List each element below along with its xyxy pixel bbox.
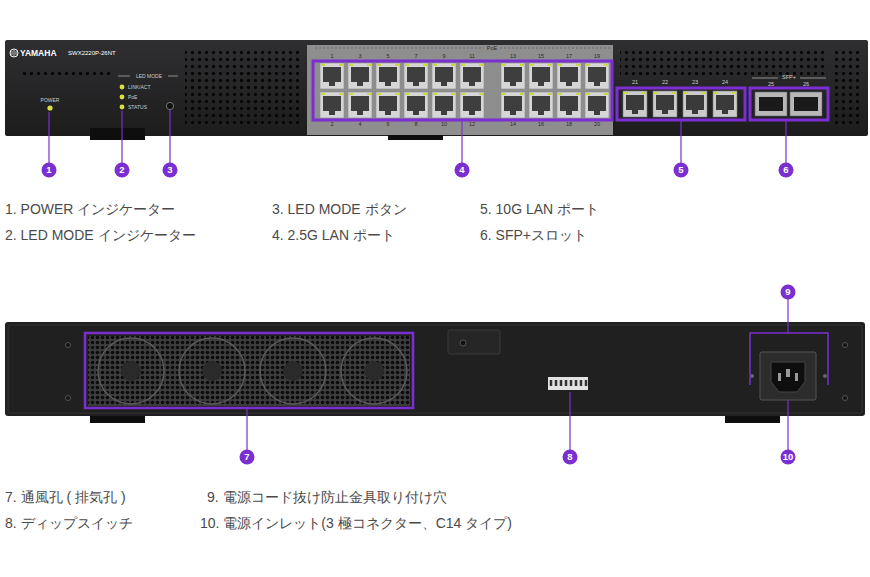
part-description: 7. 通風孔 ( 排気孔 ) [5, 490, 126, 504]
part-description: 1. POWER インジケーター [5, 202, 175, 216]
part-description: 3. LED MODE ボタン [272, 202, 407, 216]
panel-label: PoE [128, 95, 137, 100]
port-number: 16 [538, 122, 544, 128]
callout-circle [455, 163, 470, 178]
callout-circle [163, 163, 178, 178]
screw [843, 396, 848, 401]
fan [98, 338, 164, 404]
callout-number: 2 [119, 165, 124, 175]
panel-label: STATUS [128, 105, 147, 110]
callout-number: 1 [46, 165, 51, 175]
port-number: 6 [386, 122, 389, 128]
port-number: 21 [632, 80, 638, 86]
part-description: 5. 10G LAN ポート [480, 202, 599, 216]
port-number: 1 [330, 54, 333, 60]
bracket-leader [750, 333, 828, 385]
port-number: 10 [441, 122, 447, 128]
screw [843, 343, 848, 348]
dip-levers [551, 380, 586, 386]
fan-hub [283, 361, 303, 381]
port-number: 15 [538, 54, 544, 60]
port-number: 24 [722, 80, 728, 86]
dip-switch [548, 377, 588, 390]
port-number: 17 [566, 54, 572, 60]
callout-number: 10 [783, 452, 794, 462]
port-number: 12 [469, 122, 475, 128]
panel-label: POWER [41, 98, 60, 103]
rubber-foot [90, 412, 145, 423]
port-number: 25 [768, 82, 774, 88]
power-inlet-frame [760, 352, 816, 400]
fan-hub [202, 361, 222, 381]
callout-number: 6 [783, 165, 788, 175]
rubber-foot [725, 412, 780, 423]
port-number: 26 [803, 82, 809, 88]
panel-label: SFP+ [782, 75, 796, 81]
port-number: 23 [692, 80, 698, 86]
callout-circle [563, 450, 578, 465]
brand-logo: YAMAHA [20, 49, 57, 58]
port-number: 7 [414, 54, 417, 60]
port-number: 22 [662, 80, 668, 86]
port-number: 5 [386, 54, 389, 60]
callout-number: 7 [244, 452, 249, 462]
callout-circle [779, 163, 794, 178]
rear-panel [5, 322, 865, 416]
power-inlet [771, 362, 805, 392]
part-description: 8. ディップスイッチ [5, 516, 133, 530]
callout-number: 3 [167, 165, 172, 175]
bracket-hole [750, 374, 754, 378]
fan-hub [364, 361, 384, 381]
port-number: 13 [510, 54, 516, 60]
port-number: 2 [330, 122, 333, 128]
part-description: 10. 電源インレット(3 極コネクター、C14 タイプ) [200, 516, 512, 530]
leader-line [247, 299, 788, 450]
callout-circle [42, 163, 57, 178]
rear-panel-edge [8, 325, 862, 413]
fan-mesh [88, 336, 410, 406]
port-number: 9 [442, 54, 445, 60]
fan [179, 338, 245, 404]
inlet-pin [795, 373, 798, 381]
callout-circle [781, 450, 796, 465]
port-number: 8 [414, 122, 417, 128]
screw [460, 340, 466, 346]
panel-label: LED MODE [136, 74, 162, 79]
callout-number: 8 [567, 452, 572, 462]
port-number: 19 [594, 54, 600, 60]
front-panel: YAMAHA SWX2220P-26NT LED MODE LINK/ACT PoE ST… [5, 40, 868, 136]
screw [66, 343, 71, 348]
part-description: 6. SFP+スロット [480, 228, 587, 242]
screw [66, 396, 71, 401]
fan-hub [121, 361, 141, 381]
fan [341, 338, 407, 404]
panel-label: LINK/ACT [128, 85, 151, 90]
part-description: 2. LED MODE インジケーター [5, 228, 196, 242]
fan [260, 338, 326, 404]
part-description: 9. 電源コード抜け防止金具取り付け穴 [207, 490, 447, 504]
port-number: 20 [594, 122, 600, 128]
inlet-pin [778, 373, 781, 381]
port-number: 4 [358, 122, 361, 128]
callout-circle [674, 163, 689, 178]
inlet-pin [786, 369, 790, 377]
rear-plate [448, 330, 500, 354]
highlight-box [85, 333, 413, 408]
callout-number: 4 [459, 165, 464, 175]
callout-circle [240, 450, 255, 465]
port-number: 18 [566, 122, 572, 128]
port-number: 3 [358, 54, 361, 60]
callout-circle [115, 163, 130, 178]
port-number: 11 [469, 54, 475, 60]
part-description: 4. 2.5G LAN ポート [272, 228, 395, 242]
callout-number: 9 [785, 287, 790, 297]
callout-circle [781, 285, 796, 300]
callout-number: 5 [678, 165, 683, 175]
panel-label: PoE [487, 46, 497, 52]
model-name: SWX2220P-26NT [68, 50, 116, 56]
bracket-hole [823, 374, 827, 378]
port-number: 14 [510, 122, 516, 128]
